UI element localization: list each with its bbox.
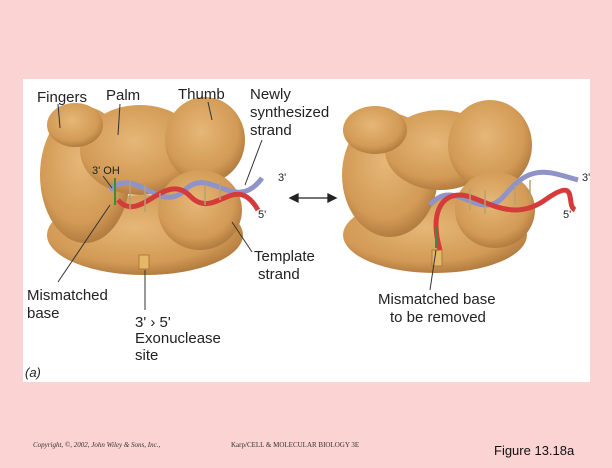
panel-letter: (a)	[25, 365, 41, 380]
dna-helix-right	[428, 169, 579, 251]
leader-lines	[57, 101, 437, 310]
label-template-2: strand	[258, 266, 300, 283]
label-exo-3: site	[135, 347, 158, 364]
label-removed-1: Mismatched base	[378, 291, 496, 308]
label-right-5prime: 5'	[563, 209, 571, 221]
label-fingers: Fingers	[37, 89, 87, 106]
copyright-text: Copyright, ©, 2002, John Wiley & Sons, I…	[33, 441, 161, 449]
figure-label: Figure 13.18a	[494, 443, 575, 458]
label-left-5prime: 5'	[258, 209, 266, 221]
label-newly-3: strand	[250, 122, 292, 139]
label-exo-1: 3' › 5'	[135, 314, 171, 331]
label-newly-2: synthesized	[250, 104, 329, 121]
label-left-3prime: 3'	[278, 172, 286, 184]
label-exo-2: Exonuclease	[135, 330, 221, 347]
label-3oh: 3' OH	[92, 165, 120, 177]
label-mismatched-2: base	[27, 305, 60, 322]
label-template-1: Template	[254, 248, 315, 265]
equilibrium-arrow	[288, 192, 338, 204]
label-right-3prime: 3'	[582, 172, 590, 184]
label-palm: Palm	[106, 87, 140, 104]
label-removed-2: to be removed	[390, 309, 486, 326]
source-text: Karp/CELL & MOLECULAR BIOLOGY 3E	[231, 441, 360, 449]
label-thumb: Thumb	[178, 86, 225, 103]
exonuclease-site-left	[138, 254, 150, 270]
label-mismatched-1: Mismatched	[27, 287, 108, 304]
label-newly-1: Newly	[250, 86, 291, 103]
exonuclease-site-right	[431, 249, 443, 267]
dna-helix-left	[108, 176, 265, 212]
